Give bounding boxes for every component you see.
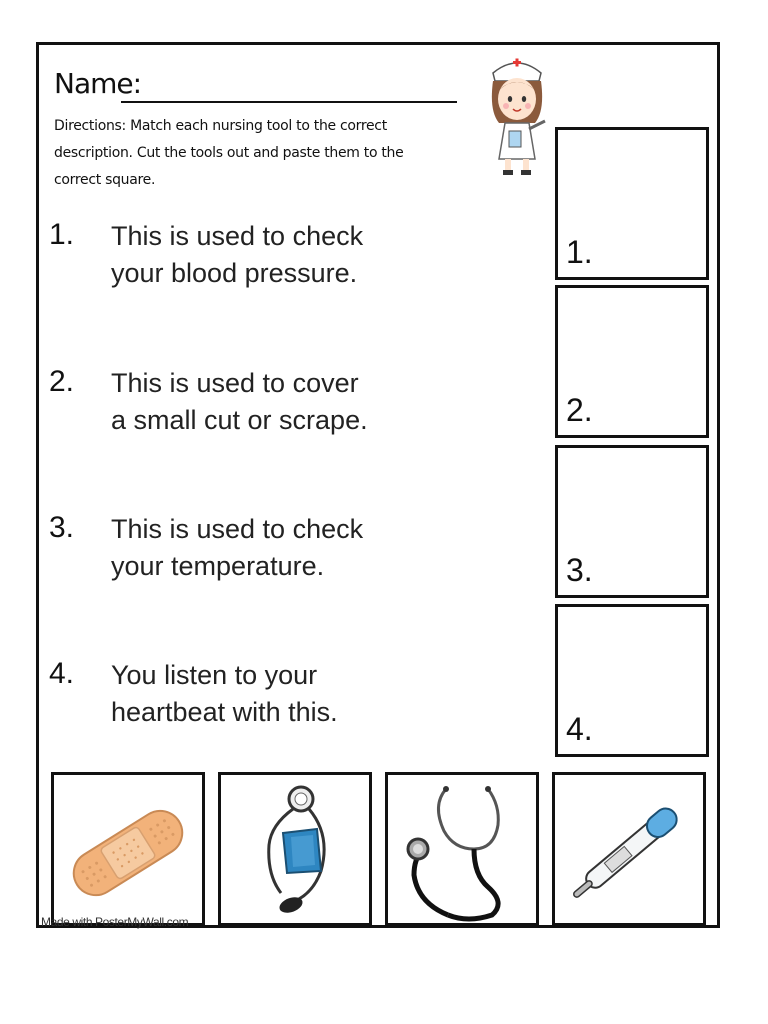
worksheet: Name: Directions: Match each nursing too…	[36, 42, 720, 929]
thermometer-icon	[573, 807, 678, 898]
tool-card-thermometer[interactable]	[552, 772, 706, 926]
tool-card-bandage[interactable]	[51, 772, 205, 926]
question-text: This is used to cover a small cut or scr…	[111, 368, 368, 435]
answer-number: 2.	[566, 392, 593, 428]
question-2: 2. This is used to cover a small cut or …	[39, 365, 539, 445]
bandage-icon	[72, 809, 184, 897]
answer-box-3[interactable]: 3.	[555, 445, 709, 598]
answer-box-2[interactable]: 2.	[555, 285, 709, 438]
name-line[interactable]	[121, 101, 457, 103]
answer-number: 3.	[566, 552, 593, 588]
tool-card-blood-pressure-cuff[interactable]	[218, 772, 372, 926]
question-3: 3. This is used to check your temperatur…	[39, 511, 539, 591]
question-number: 2.	[49, 365, 75, 398]
answer-box-1[interactable]: 1.	[555, 127, 709, 280]
question-number: 1.	[49, 218, 75, 251]
question-text: This is used to check your temperature.	[111, 514, 364, 581]
name-label: Name:	[54, 67, 142, 100]
question-number: 3.	[49, 511, 75, 544]
answer-box-4[interactable]: 4.	[555, 604, 709, 757]
directions-text: Directions: Match each nursing tool to t…	[54, 118, 404, 188]
question-text: You listen to your heartbeat with this.	[111, 660, 338, 727]
question-1: 1. This is used to check your blood pres…	[39, 218, 539, 298]
answer-number: 1.	[566, 234, 593, 270]
question-text: This is used to check your blood pressur…	[111, 221, 364, 288]
answer-number: 4.	[566, 711, 593, 747]
stethoscope-icon	[406, 786, 501, 922]
nurse-illustration-icon	[491, 58, 546, 175]
watermark: Made with PosterMyWall.com	[41, 915, 189, 929]
question-number: 4.	[49, 657, 75, 690]
blood-pressure-cuff-icon	[267, 785, 326, 913]
tool-card-stethoscope[interactable]	[385, 772, 539, 926]
question-4: 4. You listen to your heartbeat with thi…	[39, 657, 539, 737]
